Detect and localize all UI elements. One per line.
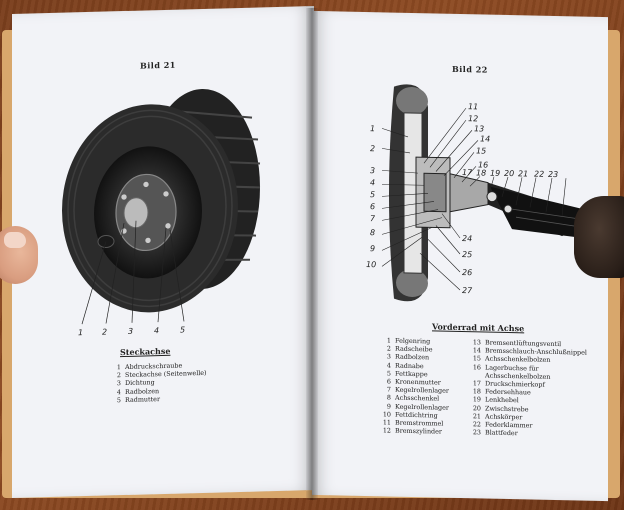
callout-14: 14 <box>480 134 491 144</box>
callout-1: 1 <box>78 328 84 338</box>
callout-5: 5 <box>370 190 376 200</box>
callout-26: 26 <box>462 268 473 278</box>
callout-2: 2 <box>370 144 376 154</box>
callout-23: 23 <box>548 169 559 180</box>
callout-6: 6 <box>370 202 376 212</box>
callout-13: 13 <box>474 124 485 134</box>
tire-photo <box>62 88 261 325</box>
callout-9: 9 <box>370 244 376 254</box>
callout-12: 12 <box>468 114 479 124</box>
callout-20: 20 <box>504 168 515 179</box>
callout-10: 10 <box>366 260 377 270</box>
thumbnail <box>4 232 26 248</box>
callout-22: 22 <box>534 169 545 179</box>
left-page: Bild 21 <box>12 6 314 498</box>
callout-3: 3 <box>128 326 134 336</box>
callout-15: 15 <box>476 146 487 156</box>
callout-27: 27 <box>462 286 473 296</box>
callout-24: 24 <box>462 234 473 244</box>
book-spine <box>306 8 318 500</box>
callout-18: 18 <box>476 168 487 178</box>
figure-title-22: Bild 22 <box>452 63 488 75</box>
callout-5: 5 <box>180 325 186 335</box>
steering-knuckle <box>449 173 489 213</box>
callout-17: 17 <box>462 168 473 178</box>
page-clip <box>574 196 624 278</box>
callout-11: 11 <box>468 102 479 112</box>
caption-vorderrad: Vorderrad mit Achse <box>432 321 525 334</box>
caption-steckachse: Steckachse <box>120 345 171 358</box>
callout-4: 4 <box>154 326 160 336</box>
callout-1: 1 <box>370 124 376 134</box>
callout-19: 19 <box>490 168 501 178</box>
callout-2: 2 <box>102 327 108 337</box>
callout-4: 4 <box>370 178 376 188</box>
axle-diagram <box>381 84 608 302</box>
right-page: Bild 22 <box>312 10 608 502</box>
callout-8: 8 <box>370 228 376 238</box>
figure-title-21: Bild 21 <box>140 59 176 71</box>
callout-3: 3 <box>370 166 376 176</box>
callout-7: 7 <box>370 214 376 224</box>
callout-21: 21 <box>518 169 529 179</box>
thumb <box>0 226 38 284</box>
callout-25: 25 <box>462 250 473 260</box>
